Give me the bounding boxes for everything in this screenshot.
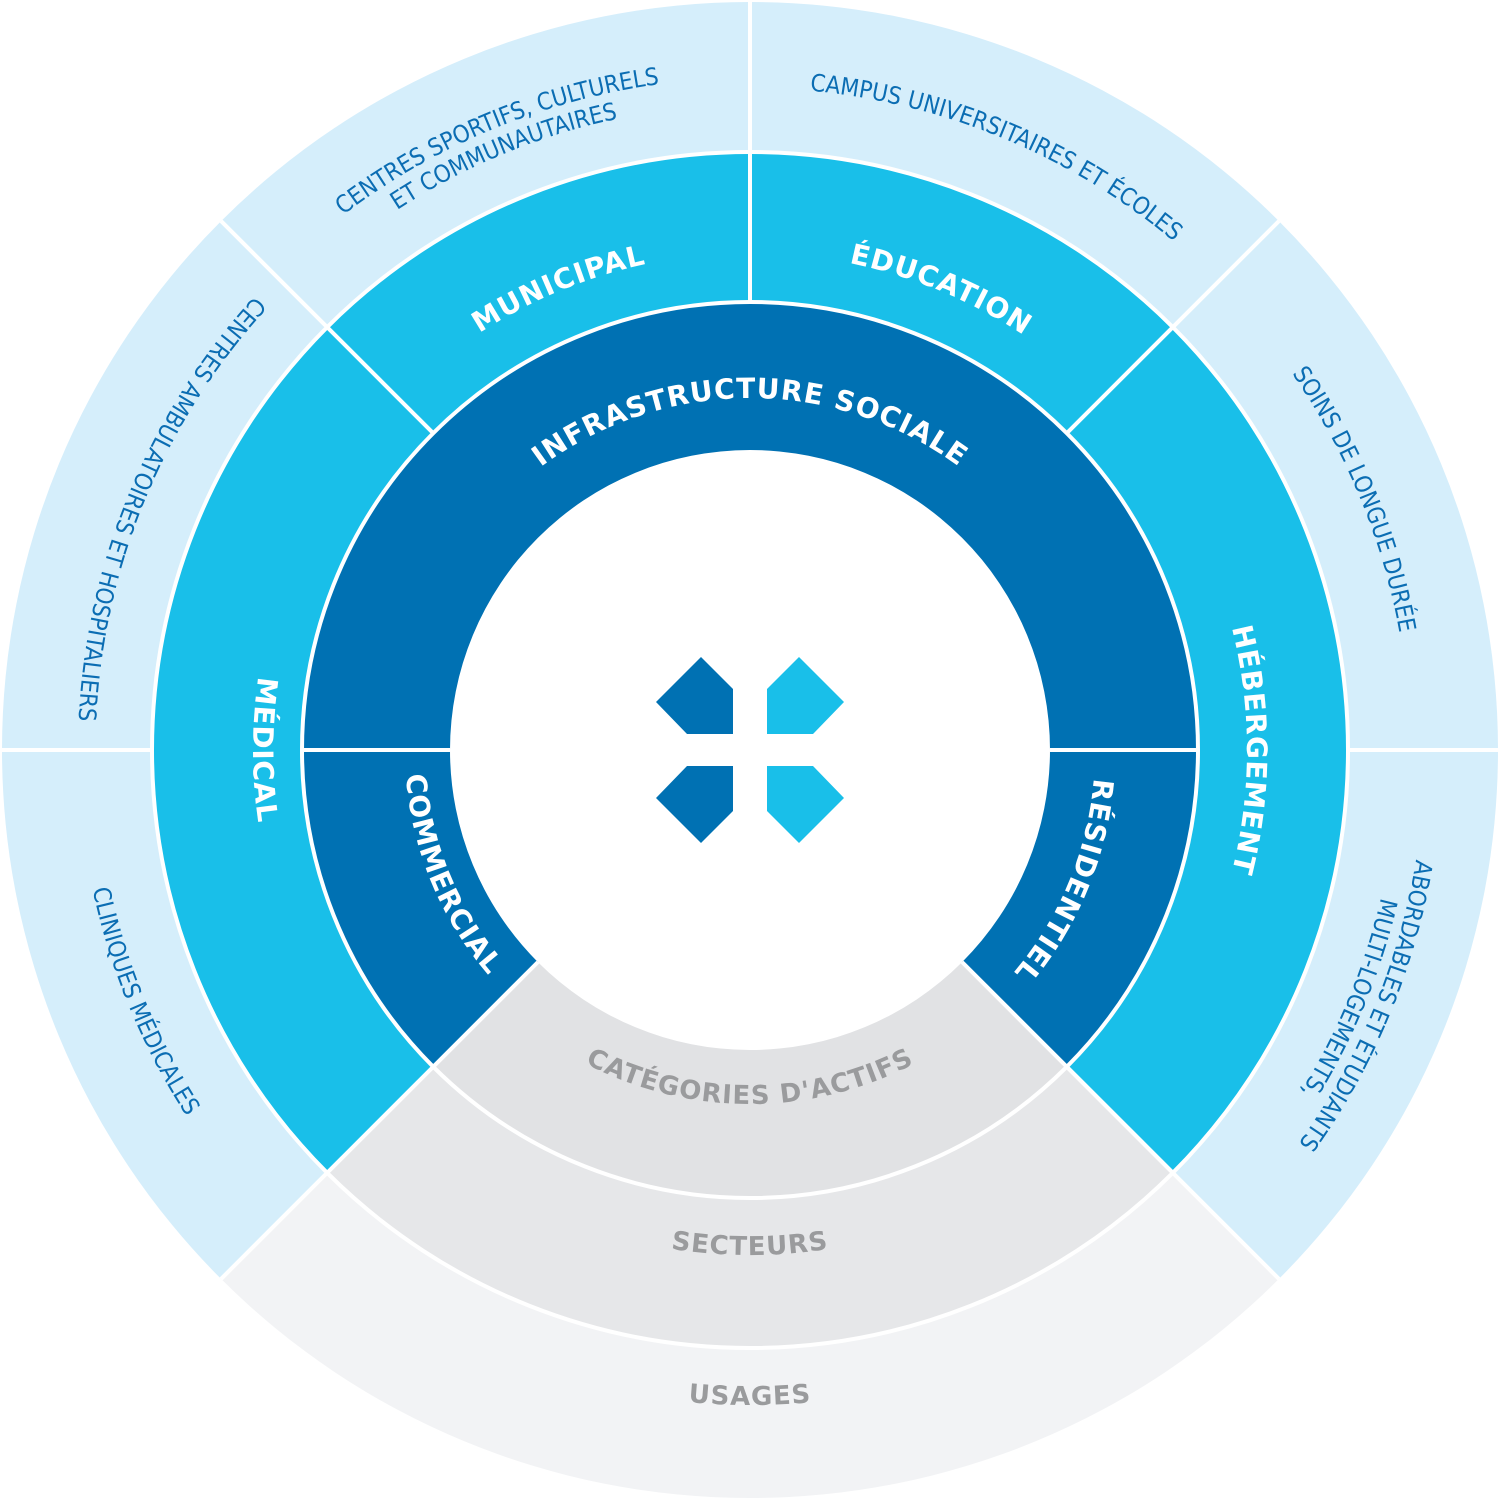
- radial-separator: [325, 960, 540, 1175]
- segment-education: [750, 152, 1173, 434]
- segment-usage-campus: [750, 2, 1279, 328]
- four-pentagon-cross-logo: [656, 657, 844, 843]
- segment-infrastructure-sociale: [302, 302, 1198, 750]
- segment-usage-multi: [1172, 750, 1498, 1279]
- segment-municipal: [327, 152, 750, 434]
- segment-usages-legend: [221, 1172, 1279, 1498]
- segment-usage-sportifs: [221, 2, 751, 328]
- segment-usage-ambulatoires: [2, 221, 328, 751]
- segment-medical: [152, 327, 434, 1173]
- segment-secteurs-legend: [327, 1066, 1173, 1349]
- label-medical: MÉDICAL: [246, 676, 284, 825]
- logo-piece-top-right: [767, 657, 844, 734]
- logo-piece-bottom-left: [656, 766, 733, 843]
- segment-commercial: [302, 750, 538, 1067]
- label-legend-usages: USAGES: [688, 1379, 813, 1412]
- segment-hebergement: [1066, 327, 1349, 1173]
- segment-usage-cliniques: [2, 750, 328, 1279]
- segment-usage-soins: [1172, 221, 1498, 751]
- logo-piece-bottom-right: [767, 766, 844, 843]
- segment-categories-actifs-legend: [433, 962, 1067, 1198]
- radial-separator: [1065, 219, 1281, 435]
- radial-separator: [219, 1171, 329, 1281]
- radial-separator: [219, 219, 435, 435]
- logo-piece-top-left: [656, 657, 733, 734]
- label-legend-secteurs: SECTEURS: [670, 1226, 830, 1262]
- radial-separator: [1065, 1065, 1281, 1281]
- segment-residentiel: [962, 750, 1198, 1067]
